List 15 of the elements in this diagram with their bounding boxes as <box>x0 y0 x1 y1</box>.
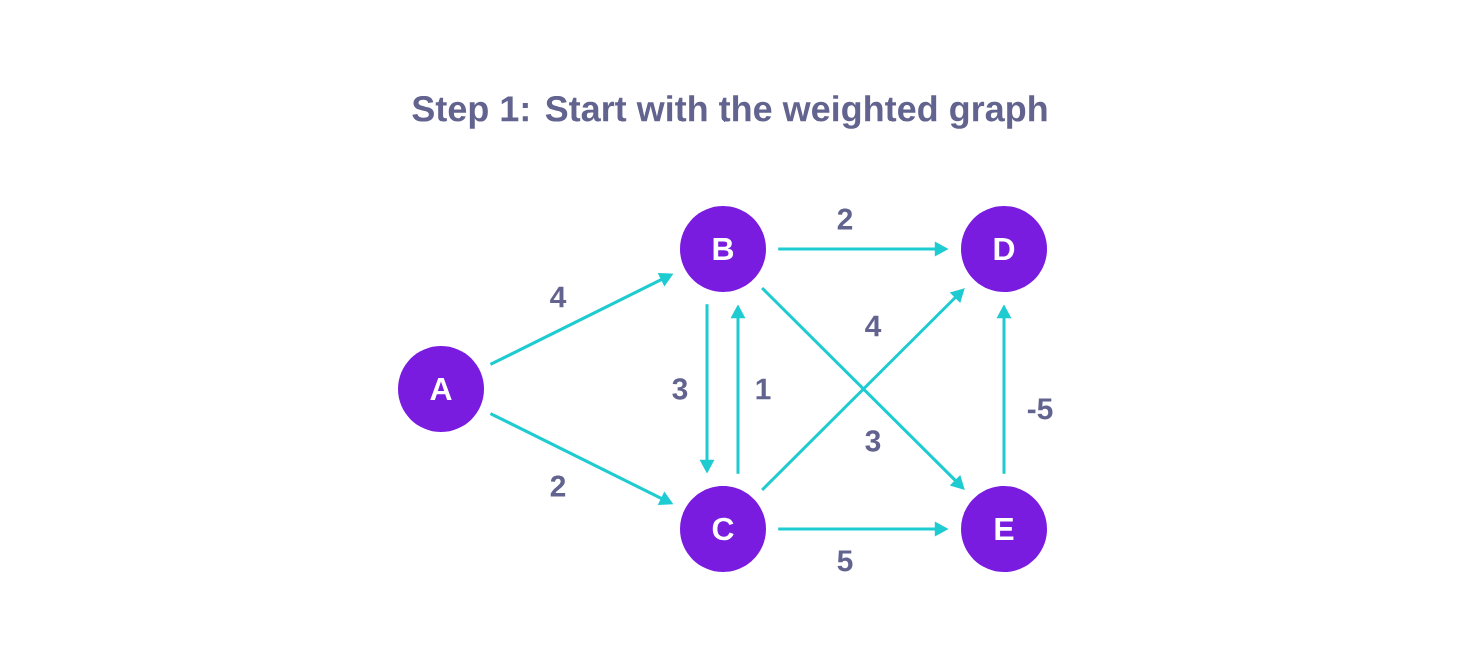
edge-label: 1 <box>756 378 771 400</box>
graph-node: A <box>398 346 484 432</box>
edge-label: 3 <box>865 430 881 452</box>
edge-label: 4 <box>865 315 882 337</box>
edge-label: 2 <box>550 475 566 497</box>
edge-label: 3 <box>672 378 688 400</box>
title: Step 1: Start with the weighted graph <box>412 95 1047 129</box>
graph-node: E <box>961 486 1047 572</box>
graph-node: C <box>680 486 766 572</box>
edge-label: 2 <box>837 208 853 230</box>
graph-node: B <box>680 206 766 292</box>
edge-label: 4 <box>550 286 567 308</box>
edge-label: -5 <box>1027 398 1053 420</box>
graph-node: D <box>961 206 1047 292</box>
edge-label: 5 <box>837 550 853 572</box>
